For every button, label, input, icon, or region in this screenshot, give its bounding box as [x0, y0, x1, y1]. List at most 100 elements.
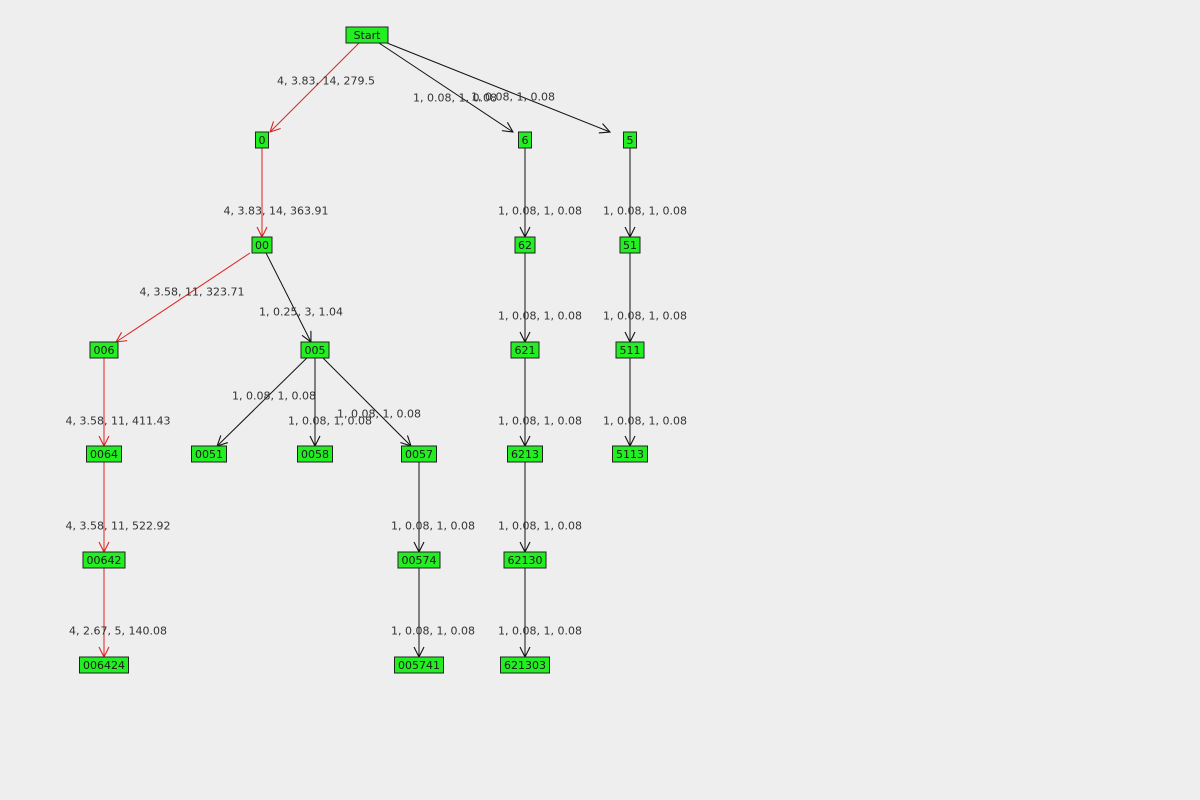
edges-layer: [104, 42, 630, 657]
node-label: 00574: [402, 554, 437, 567]
node-5: 5: [623, 131, 637, 149]
edge-Start-5: [386, 42, 610, 132]
node-label: 006: [94, 344, 115, 357]
edge-Start-0: [270, 42, 360, 132]
edge-Start-6: [378, 42, 513, 132]
node-box: [89, 341, 119, 359]
node-5113: 5113: [612, 445, 648, 463]
node-box: [345, 26, 389, 44]
edge-label-006-0064: 4, 3.58, 11, 411.43: [66, 415, 171, 428]
edge-label-00642-006424: 4, 2.67, 5, 140.08: [69, 625, 167, 638]
node-label: 6213: [511, 448, 539, 461]
node-box: [514, 236, 536, 254]
node-label: 0057: [405, 448, 433, 461]
nodes-layer: Start 0 6 5 00 62 51 006 005 621 511 0064 0051 0058 00…: [79, 26, 648, 674]
edge-label-51-511: 1, 0.08, 1, 0.08: [603, 310, 687, 323]
node-label: 621303: [504, 659, 546, 672]
node-511: 511: [615, 341, 645, 359]
edge-label-Start-5: 1, 0.08, 1, 0.08: [471, 91, 555, 104]
edge-label-621-6213: 1, 0.08, 1, 0.08: [498, 415, 582, 428]
node-label: Start: [354, 29, 382, 42]
edge-label-00574-005741: 1, 0.08, 1, 0.08: [391, 625, 475, 638]
node-label: 0064: [90, 448, 118, 461]
node-label: 62: [518, 239, 532, 252]
edge-00-005: [265, 252, 311, 342]
edge-label-6213-62130: 1, 0.08, 1, 0.08: [498, 520, 582, 533]
node-621303: 621303: [500, 656, 550, 674]
node-Start: Start: [345, 26, 389, 44]
node-0058: 0058: [297, 445, 333, 463]
node-label: 006424: [83, 659, 125, 672]
node-box: [401, 445, 437, 463]
node-label: 005741: [398, 659, 440, 672]
edge-labels-layer: 4, 3.83, 14, 279.51, 0.08, 1, 0.081, 0.0…: [66, 75, 687, 638]
node-label: 621: [515, 344, 536, 357]
node-label: 0: [259, 134, 266, 147]
node-005741: 005741: [394, 656, 444, 674]
node-6: 6: [518, 131, 532, 149]
edge-label-00-005: 1, 0.25, 3, 1.04: [259, 306, 343, 319]
node-label: 511: [620, 344, 641, 357]
node-box: [615, 341, 645, 359]
edge-label-62130-621303: 1, 0.08, 1, 0.08: [498, 625, 582, 638]
node-label: 5113: [616, 448, 644, 461]
node-0057: 0057: [401, 445, 437, 463]
edge-label-62-621: 1, 0.08, 1, 0.08: [498, 310, 582, 323]
node-62: 62: [514, 236, 536, 254]
node-label: 62130: [508, 554, 543, 567]
edge-label-Start-0: 4, 3.83, 14, 279.5: [277, 75, 375, 88]
edge-label-005-0057: 1, 0.08, 1, 0.08: [337, 408, 421, 421]
edge-label-005-0051: 1, 0.08, 1, 0.08: [232, 390, 316, 403]
node-00574: 00574: [397, 551, 441, 569]
node-box: [518, 131, 532, 149]
edge-005-0057: [322, 357, 411, 446]
node-box: [612, 445, 648, 463]
node-box: [394, 656, 444, 674]
edge-005-0051: [217, 357, 308, 446]
node-006: 006: [89, 341, 119, 359]
node-621: 621: [510, 341, 540, 359]
node-0: 0: [255, 131, 269, 149]
node-box: [507, 445, 543, 463]
edge-label-6-62: 1, 0.08, 1, 0.08: [498, 205, 582, 218]
edge-label-511-5113: 1, 0.08, 1, 0.08: [603, 415, 687, 428]
edge-label-5-51: 1, 0.08, 1, 0.08: [603, 205, 687, 218]
node-label: 6: [522, 134, 529, 147]
node-box: [86, 445, 122, 463]
edge-label-0-00: 4, 3.83, 14, 363.91: [224, 205, 329, 218]
node-00: 00: [251, 236, 273, 254]
node-005: 005: [300, 341, 330, 359]
node-box: [297, 445, 333, 463]
edge-label-00-006: 4, 3.58, 11, 323.71: [140, 286, 245, 299]
node-0064: 0064: [86, 445, 122, 463]
node-box: [619, 236, 641, 254]
node-box: [82, 551, 126, 569]
edge-label-0064-00642: 4, 3.58, 11, 522.92: [66, 520, 171, 533]
node-label: 5: [627, 134, 634, 147]
node-6213: 6213: [507, 445, 543, 463]
node-label: 00642: [87, 554, 122, 567]
node-51: 51: [619, 236, 641, 254]
node-62130: 62130: [503, 551, 547, 569]
node-label: 0051: [195, 448, 223, 461]
node-00642: 00642: [82, 551, 126, 569]
node-label: 0058: [301, 448, 329, 461]
node-box: [510, 341, 540, 359]
edge-label-005-0058: 1, 0.08, 1, 0.08: [288, 415, 372, 428]
node-box: [251, 236, 273, 254]
node-006424: 006424: [79, 656, 129, 674]
edge-label-0057-00574: 1, 0.08, 1, 0.08: [391, 520, 475, 533]
node-label: 005: [305, 344, 326, 357]
edge-00-006: [116, 252, 251, 342]
node-box: [500, 656, 550, 674]
node-label: 00: [255, 239, 269, 252]
edge-label-Start-6: 1, 0.08, 1, 0.08: [413, 92, 497, 105]
node-box: [623, 131, 637, 149]
node-box: [503, 551, 547, 569]
node-box: [255, 131, 269, 149]
node-label: 51: [623, 239, 637, 252]
node-0051: 0051: [191, 445, 227, 463]
node-box: [79, 656, 129, 674]
node-box: [300, 341, 330, 359]
